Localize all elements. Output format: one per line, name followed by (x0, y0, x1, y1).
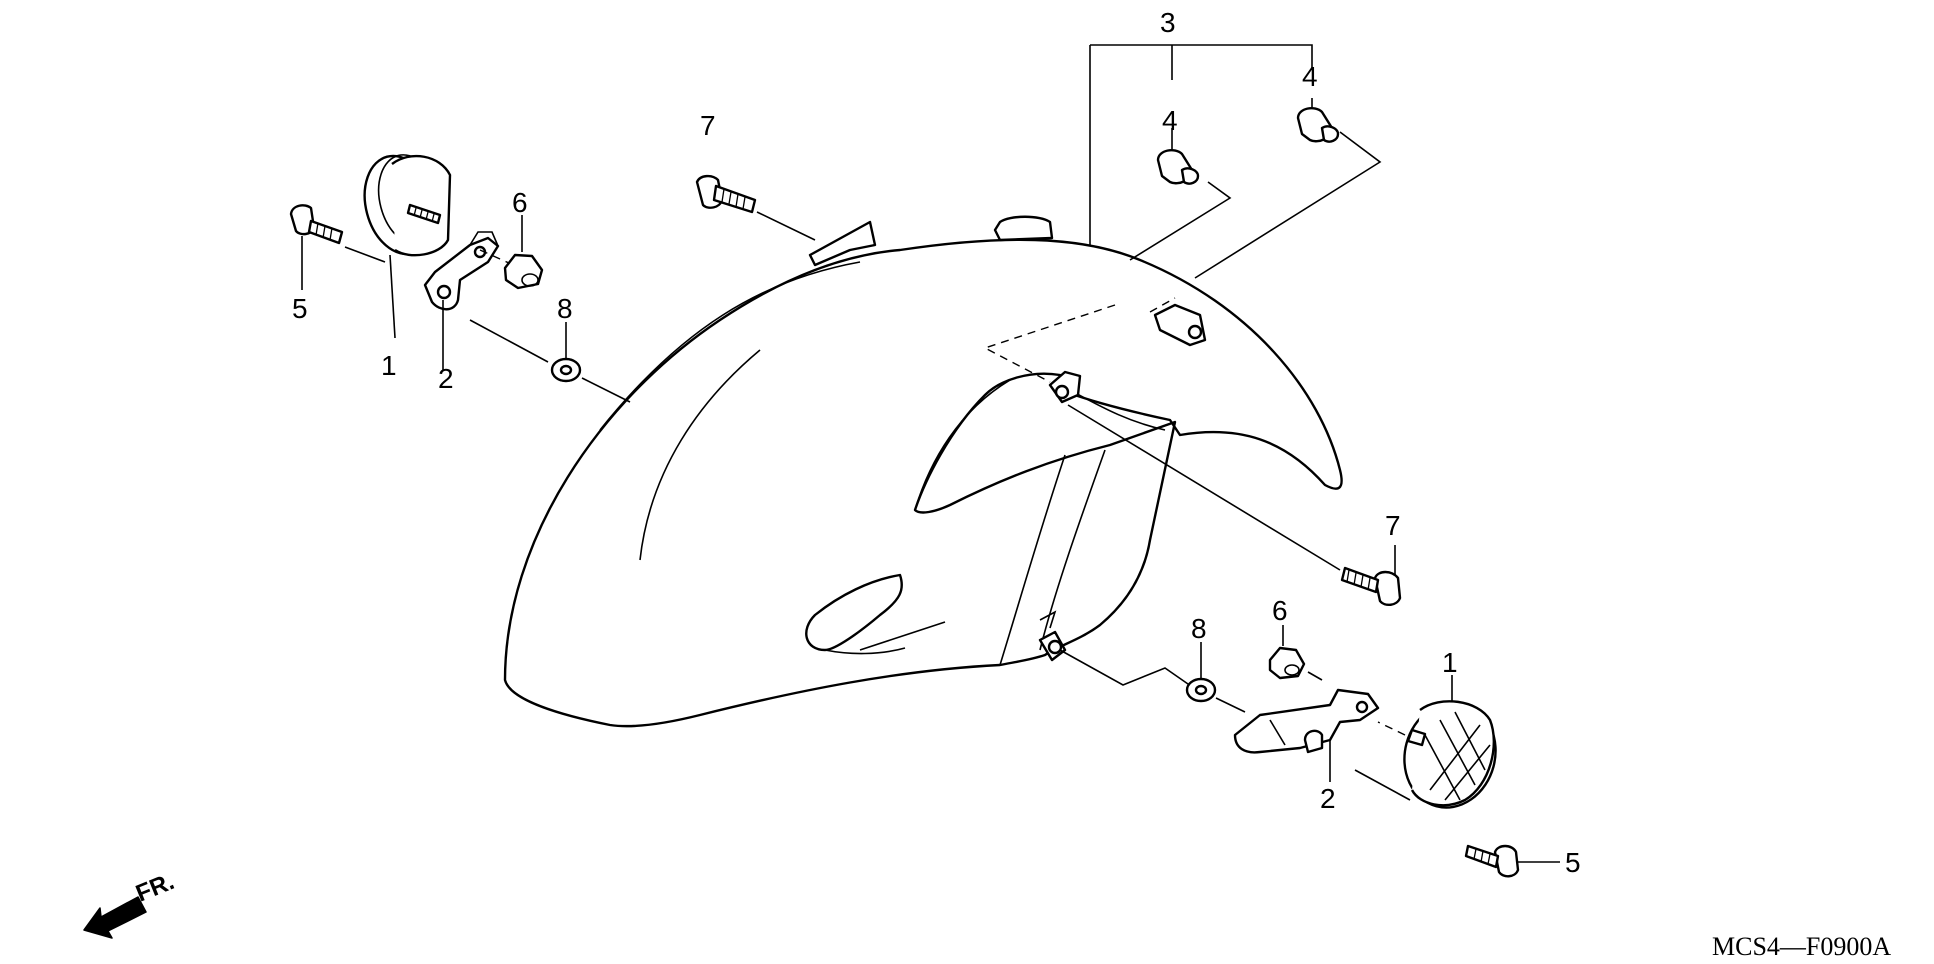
front-direction-arrow: FR. (83, 868, 178, 939)
callout-4-upper: 4 (1302, 61, 1318, 92)
collar-upper[interactable] (1296, 106, 1340, 143)
callout-1-left: 1 (381, 350, 397, 381)
reflector-stay-left[interactable] (423, 231, 521, 370)
callout-8-left: 8 (557, 293, 573, 324)
washer-right[interactable] (1059, 642, 1246, 713)
bolt-right[interactable] (1067, 404, 1402, 606)
callout-6-right: 6 (1272, 595, 1288, 626)
callout-4-lower: 4 (1162, 105, 1178, 136)
collar-lower[interactable] (1156, 148, 1200, 185)
callouts: 1 2 5 6 7 8 3 4 4 7 8 6 1 2 5 (292, 7, 1581, 878)
callout-7-right: 7 (1385, 510, 1401, 541)
washer-left[interactable] (469, 319, 631, 403)
callout-8-right: 8 (1191, 613, 1207, 644)
callout-3: 3 (1160, 7, 1176, 38)
part-code: MCS4—F0900A (1712, 932, 1891, 961)
callout-1-right: 1 (1442, 647, 1458, 678)
screw-left[interactable] (289, 204, 386, 290)
callout-2-right: 2 (1320, 783, 1336, 814)
nut-left[interactable] (503, 215, 544, 290)
direction-label: FR. (132, 868, 178, 908)
reflector-stay-right[interactable] (1233, 688, 1380, 782)
front-fender[interactable] (503, 215, 1343, 728)
screw-right[interactable] (1354, 769, 1560, 878)
callout-2-left: 2 (438, 363, 454, 394)
reflector-left[interactable] (354, 148, 452, 339)
nut-right[interactable] (1268, 625, 1323, 681)
callout-7-left: 7 (700, 110, 716, 141)
callout-6-left: 6 (512, 187, 528, 218)
callout-5-right: 5 (1565, 847, 1581, 878)
callout-5-left: 5 (292, 293, 308, 324)
fender-stay-set-leaders (983, 44, 1382, 383)
reflector-right[interactable] (1377, 675, 1507, 818)
bolt-left[interactable] (695, 174, 816, 241)
